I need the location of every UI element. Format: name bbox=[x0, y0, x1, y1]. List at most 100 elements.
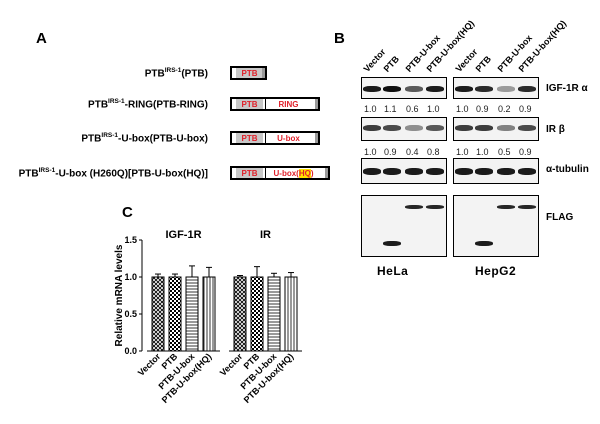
domain-end-cap bbox=[315, 133, 318, 143]
ptb-domain-label: PTB bbox=[241, 68, 258, 78]
blot-band bbox=[518, 125, 536, 131]
blot-band bbox=[426, 205, 444, 209]
blot-band bbox=[475, 168, 493, 175]
domain-text: ) bbox=[310, 168, 314, 178]
band-quantification: 0.4 bbox=[406, 147, 419, 157]
blot-band bbox=[455, 86, 473, 92]
blot-panel bbox=[453, 158, 539, 184]
construct-label: PTBIRS-1-U-box(PTB-U-box) bbox=[81, 132, 208, 144]
cell-line-label: HepG2 bbox=[475, 264, 517, 278]
construct-label: PTBIRS-1-U-box (H260Q)[PTB-U-box(HQ)] bbox=[19, 167, 208, 179]
blot-band bbox=[363, 125, 381, 131]
construct-suffix: -U-box (H260Q)[PTB-U-box(HQ)] bbox=[55, 168, 208, 180]
domain-text: U-box( bbox=[273, 168, 299, 178]
second-domain-label: U-box(HQ) bbox=[269, 168, 318, 178]
bar bbox=[233, 276, 247, 352]
band-quantification: 0.6 bbox=[406, 104, 419, 114]
ptb-domain bbox=[236, 168, 263, 178]
blot-antibody-label: α-tubulin bbox=[546, 164, 589, 175]
bar bbox=[250, 276, 264, 352]
y-axis-label: Relative mRNA levels bbox=[114, 244, 125, 346]
domain-end-cap bbox=[315, 99, 318, 109]
band-quantification: 1.0 bbox=[427, 104, 440, 114]
construct-suffix: -RING(PTB-RING) bbox=[124, 99, 208, 111]
domain-diagram: PTB RING bbox=[230, 97, 320, 111]
domain-diagram: PTB bbox=[230, 66, 267, 80]
construct-prefix: PTB bbox=[81, 133, 102, 145]
domain-end-cap bbox=[325, 168, 328, 178]
y-tick-label: 1.0 bbox=[124, 272, 137, 282]
blot-band bbox=[497, 86, 515, 92]
blot-band bbox=[383, 241, 401, 246]
bar bbox=[151, 276, 165, 352]
blot-panel bbox=[361, 77, 447, 99]
blot-band bbox=[518, 168, 536, 175]
blot-band bbox=[455, 125, 473, 131]
domain-end-cap bbox=[262, 68, 265, 78]
blot-antibody-label: FLAG bbox=[546, 212, 574, 223]
band-quantification: 0.8 bbox=[427, 147, 440, 157]
ptb-domain-label: PTB bbox=[241, 99, 258, 109]
blot-band bbox=[405, 205, 423, 209]
blot-panel bbox=[361, 195, 447, 257]
band-quantification: 1.0 bbox=[476, 147, 489, 157]
blot-band bbox=[455, 168, 473, 175]
band-quantification: 1.0 bbox=[364, 147, 377, 157]
blot-band bbox=[497, 205, 515, 209]
construct-suffix: -U-box(PTB-U-box) bbox=[118, 133, 208, 145]
construct-superscript: IRS-1 bbox=[108, 98, 125, 105]
blot-antibody-label: IR β bbox=[546, 124, 565, 135]
lane-label: PTB bbox=[473, 53, 494, 74]
band-quantification: 0.5 bbox=[498, 147, 511, 157]
ptb-domain bbox=[236, 133, 263, 143]
construct-suffix: (PTB) bbox=[181, 68, 208, 80]
band-quantification: 0.2 bbox=[498, 104, 511, 114]
blot-band bbox=[497, 168, 515, 175]
mutation-highlight: HQ bbox=[298, 168, 311, 178]
domain-separator bbox=[265, 133, 266, 143]
bar bbox=[168, 276, 182, 352]
blot-band bbox=[475, 241, 493, 246]
blot-band bbox=[363, 86, 381, 92]
bar bbox=[202, 276, 216, 352]
blot-band bbox=[405, 86, 423, 92]
blot-panel bbox=[453, 195, 539, 257]
y-tick-label: 0.0 bbox=[124, 346, 137, 356]
second-domain-label: U-box bbox=[277, 133, 300, 143]
construct-superscript: IRS-1 bbox=[38, 167, 56, 174]
band-quantification: 0.9 bbox=[384, 147, 397, 157]
panel-c-letter: C bbox=[122, 204, 133, 221]
second-domain-label: RING bbox=[278, 99, 299, 109]
panel-a-letter: A bbox=[36, 30, 47, 47]
ptb-domain bbox=[236, 99, 263, 109]
blot-antibody-label: IGF-1R α bbox=[546, 83, 588, 94]
blot-band bbox=[518, 205, 536, 209]
blot-band bbox=[475, 125, 493, 131]
domain-separator bbox=[265, 99, 266, 109]
blot-band bbox=[497, 125, 515, 131]
blot-band bbox=[518, 86, 536, 92]
construct-label: PTBIRS-1(PTB) bbox=[145, 67, 208, 79]
construct-superscript: IRS-1 bbox=[164, 67, 182, 74]
band-quantification: 1.0 bbox=[364, 104, 377, 114]
blot-band bbox=[405, 125, 423, 131]
bar bbox=[267, 276, 281, 352]
construct-prefix: PTB bbox=[88, 99, 109, 111]
blot-panel bbox=[361, 117, 447, 141]
band-quantification: 0.9 bbox=[519, 147, 532, 157]
blot-band bbox=[426, 125, 444, 131]
cell-line-label: HeLa bbox=[377, 264, 409, 278]
blot-band bbox=[426, 86, 444, 92]
bar bbox=[284, 276, 298, 352]
blot-panel bbox=[361, 158, 447, 184]
ptb-domain-label: PTB bbox=[241, 168, 258, 178]
band-quantification: 1.1 bbox=[384, 104, 397, 114]
band-quantification: 1.0 bbox=[456, 147, 469, 157]
ptb-domain bbox=[236, 68, 263, 78]
blot-band bbox=[405, 168, 423, 175]
y-tick-label: 0.5 bbox=[124, 309, 137, 319]
group-title: IGF-1R bbox=[165, 229, 201, 241]
construct-prefix: PTB bbox=[18, 168, 39, 180]
blot-panel bbox=[453, 117, 539, 141]
